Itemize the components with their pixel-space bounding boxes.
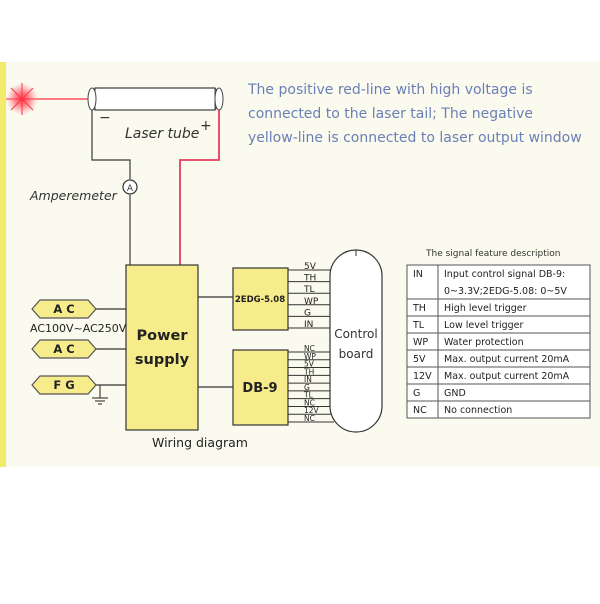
connector-db9-label: DB-9: [242, 381, 277, 396]
svg-text:A C: A C: [53, 342, 74, 356]
signal-code: NC: [413, 405, 427, 416]
signal-description: Input control signal DB-9:: [444, 269, 565, 280]
2edg-pin-label: 5V: [304, 262, 317, 272]
db9-pin-label: TH: [303, 367, 314, 376]
control-board-label-line-1: Control: [334, 327, 377, 341]
2edg-pin-label: IN: [304, 320, 313, 330]
amperemeter-icon: [122, 179, 138, 195]
laser-tube-label: Laser tube: [125, 126, 199, 142]
signal-description: Max. output current 20mA: [444, 371, 570, 382]
signal-code: TH: [412, 303, 426, 314]
db9-pin-label: G: [304, 383, 310, 392]
polarity-caption: The positive red-line with high voltage …: [247, 82, 582, 146]
connector-2edg-box: [232, 267, 289, 331]
ac-input-2: A C: [31, 339, 126, 359]
signal-description: 0~3.3V;2EDG-5.08: 0~5V: [444, 286, 567, 297]
signal-description: Low level trigger: [444, 320, 524, 331]
signal-description: GND: [444, 388, 466, 399]
ground-icon: [92, 385, 108, 405]
signal-code: TL: [412, 320, 425, 331]
db9-pin-label: WP: [304, 352, 316, 361]
power-supply-label-line-2: supply: [135, 352, 190, 368]
signal-table-title: The signal feature description: [425, 249, 560, 259]
caption-line-1: The positive red-line with high voltage …: [247, 82, 533, 98]
signal-code: 12V: [413, 371, 432, 382]
signal-table: IN Input control signal DB-9: 0~3.3V;2EDG-…: [406, 264, 591, 419]
signal-description: No connection: [444, 405, 512, 416]
signal-code: IN: [413, 269, 423, 280]
fg-input: F G: [31, 375, 126, 395]
ac-input-1: A C: [31, 299, 126, 319]
signal-description: Water protection: [444, 337, 524, 348]
control-board: [329, 249, 383, 433]
db9-pin-label: NC: [304, 414, 315, 423]
signal-description: Max. output current 20mA: [444, 354, 570, 365]
2edg-pin-label: G: [304, 308, 311, 318]
svg-text:A C: A C: [53, 302, 74, 316]
db9-pin-label: NC: [304, 344, 315, 353]
amperemeter-label: Amperemeter: [29, 188, 118, 203]
amperemeter-symbol: A: [127, 184, 134, 194]
2edg-pin-label: WP: [304, 297, 319, 307]
control-board-label-line-2: board: [339, 347, 374, 361]
db9-pin-label: NC: [304, 398, 315, 407]
tube-minus-sign: −: [99, 110, 111, 126]
ac-voltage-range: AC100V~AC250V: [30, 322, 127, 335]
2edg-pin-label: TL: [303, 285, 315, 295]
2edg-pin-label: TH: [303, 274, 316, 284]
signal-code: 5V: [413, 354, 426, 365]
amperemeter: A Amperemeter: [29, 179, 138, 203]
connector-2edg-label: 2EDG-5.08: [235, 295, 285, 305]
laser-beam-icon: [6, 83, 90, 115]
laser-tube: − Laser tube +: [87, 87, 224, 142]
db9-pin-label: 12V: [304, 406, 320, 415]
power-supply-box: [125, 264, 199, 431]
power-supply-label-line-1: Power: [137, 328, 189, 344]
caption-line-3: yellow-line is connected to laser output…: [248, 130, 582, 146]
tube-plus-sign: +: [200, 118, 212, 134]
wiring-diagram-caption: Wiring diagram: [152, 435, 248, 450]
signal-code: G: [413, 388, 420, 399]
signal-code: WP: [413, 337, 428, 348]
yellow-edge: [0, 62, 6, 467]
svg-text:F G: F G: [53, 378, 74, 392]
db9-pin-label: TL: [303, 391, 314, 400]
db9-pin-label: IN: [304, 375, 312, 384]
caption-line-2: connected to the laser tail; The negativ…: [248, 106, 533, 122]
positive-red-wire: [179, 110, 220, 265]
db9-pin-label: 5V: [304, 360, 315, 369]
signal-description: High level trigger: [444, 303, 527, 314]
negative-wire: [91, 110, 131, 265]
